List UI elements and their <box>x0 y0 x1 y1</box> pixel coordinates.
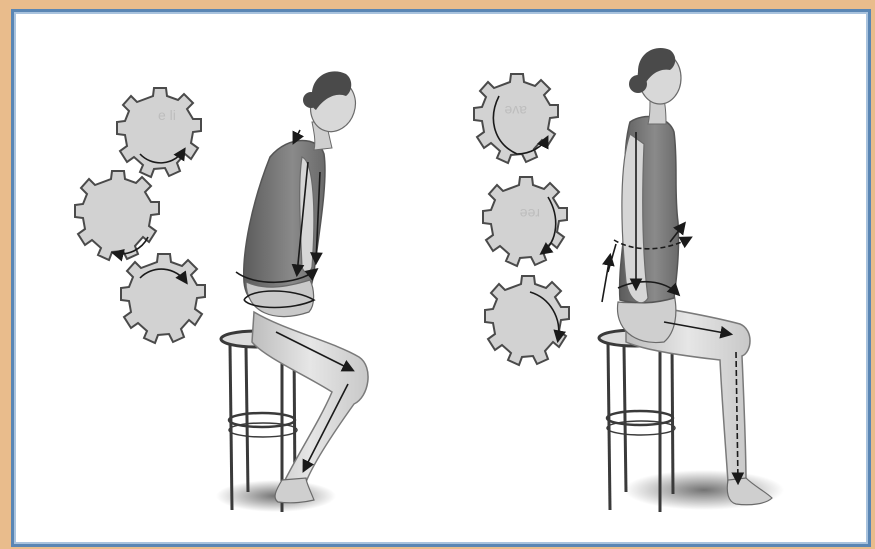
gear-icon: e li <box>117 88 201 177</box>
slouched-panel: e li <box>75 71 368 512</box>
slouched-figure <box>236 71 368 503</box>
image-canvas: e li <box>11 9 871 547</box>
gear-icon: ave <box>474 74 558 163</box>
gear-icon <box>75 171 159 260</box>
gear-text: e li <box>158 107 176 123</box>
upright-panel: ave ree <box>474 48 784 512</box>
upright-figure <box>602 48 772 505</box>
gear-icon <box>485 276 569 365</box>
gear-icon <box>121 254 205 343</box>
gear-text: ave <box>504 103 527 119</box>
gear-text: ree <box>520 206 540 222</box>
gear-icon: ree <box>483 177 567 266</box>
posture-illustration: e li <box>14 12 868 544</box>
